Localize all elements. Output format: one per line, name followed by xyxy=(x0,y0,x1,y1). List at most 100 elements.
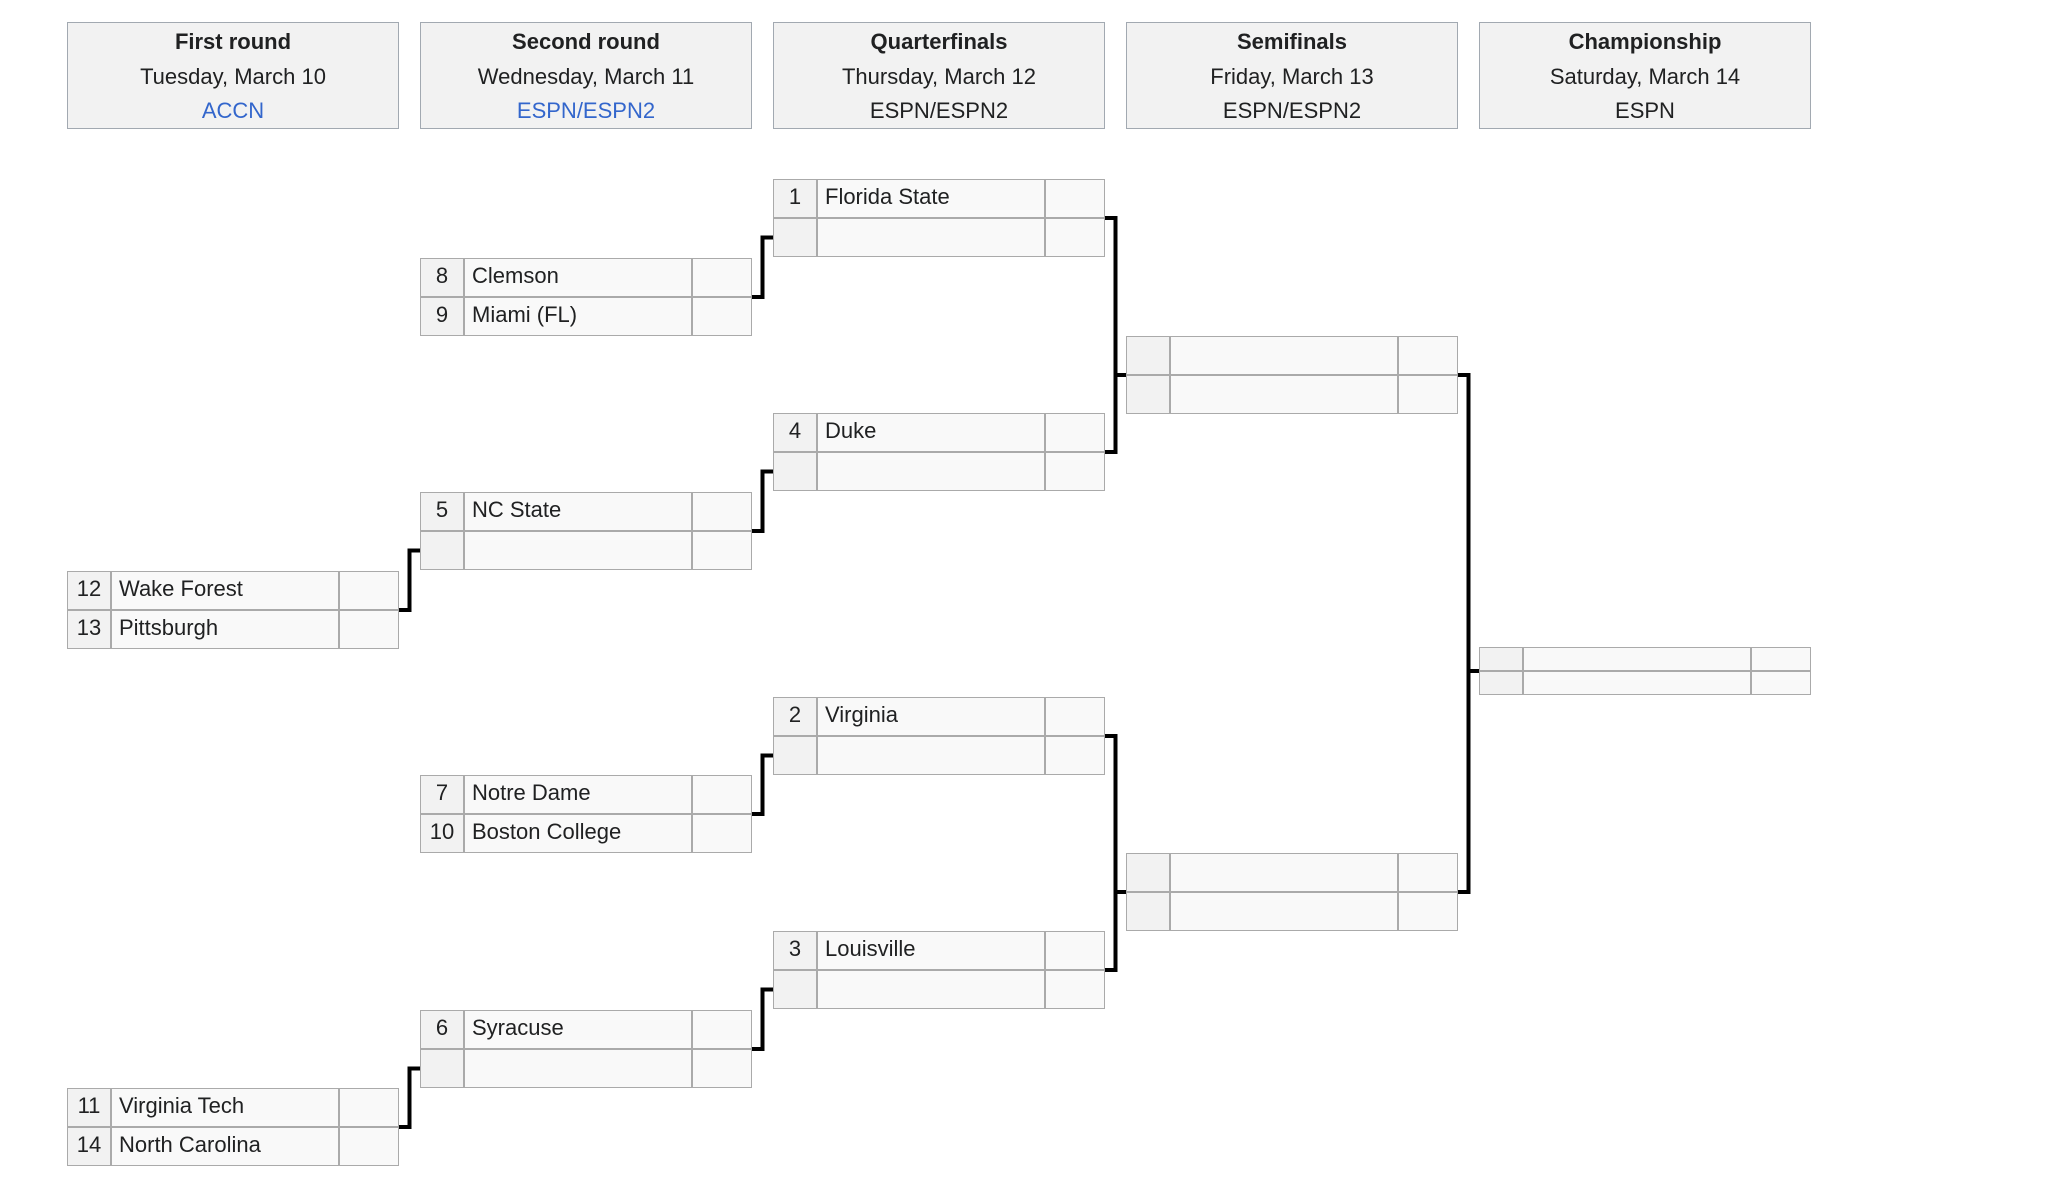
team-name: Florida State xyxy=(817,179,1045,218)
team-name: Wake Forest xyxy=(111,571,339,610)
team-score xyxy=(1398,853,1458,892)
team-score xyxy=(692,1049,752,1088)
team-name xyxy=(1170,375,1398,414)
round-date: Tuesday, March 10 xyxy=(140,64,326,89)
connector-line xyxy=(752,987,773,1051)
round-name: Second round xyxy=(512,29,660,54)
team-score xyxy=(339,571,399,610)
team-score xyxy=(1398,892,1458,931)
team-name: Pittsburgh xyxy=(111,610,339,649)
team-score xyxy=(339,610,399,649)
team-name xyxy=(1523,647,1751,671)
team-name: Virginia xyxy=(817,697,1045,736)
team-score xyxy=(339,1088,399,1127)
team-score xyxy=(339,1127,399,1166)
team-name xyxy=(1523,671,1751,695)
team-score xyxy=(1045,697,1105,736)
team-score xyxy=(1045,736,1105,775)
team-score xyxy=(1398,336,1458,375)
team-name xyxy=(1170,336,1398,375)
team-seed xyxy=(773,452,817,491)
team-seed: 3 xyxy=(773,931,817,970)
team-seed xyxy=(1126,853,1170,892)
team-score xyxy=(1045,179,1105,218)
connector-line xyxy=(752,753,773,816)
round-network[interactable]: ESPN/ESPN2 xyxy=(421,98,751,124)
team-seed xyxy=(1126,375,1170,414)
team-name xyxy=(464,1049,692,1088)
round-name: Semifinals xyxy=(1236,29,1348,54)
round-network: ESPN/ESPN2 xyxy=(869,98,1009,123)
team-seed xyxy=(420,1049,464,1088)
connector-line xyxy=(1105,734,1126,972)
team-seed: 7 xyxy=(420,775,464,814)
team-seed xyxy=(773,218,817,257)
network-link[interactable]: ACCN xyxy=(201,98,265,123)
team-seed: 2 xyxy=(773,697,817,736)
team-seed: 11 xyxy=(67,1088,111,1127)
round-network: ESPN/ESPN2 xyxy=(1222,98,1362,123)
team-seed: 13 xyxy=(67,610,111,649)
connector-line xyxy=(1105,216,1126,454)
team-seed xyxy=(773,736,817,775)
team-name: Notre Dame xyxy=(464,775,692,814)
round-network[interactable]: ACCN xyxy=(68,98,398,124)
team-name xyxy=(817,970,1045,1009)
team-name: NC State xyxy=(464,492,692,531)
round-date: Friday, March 13 xyxy=(1210,64,1374,89)
team-score xyxy=(1045,413,1105,452)
round-network: ESPN xyxy=(1615,98,1675,123)
round-date: Wednesday, March 11 xyxy=(477,64,695,89)
team-seed: 5 xyxy=(420,492,464,531)
team-name xyxy=(464,531,692,570)
round-name: First round xyxy=(174,29,292,54)
round-date: Saturday, March 14 xyxy=(1549,64,1741,89)
team-score xyxy=(1751,647,1811,671)
team-name: Virginia Tech xyxy=(111,1088,339,1127)
team-seed: 12 xyxy=(67,571,111,610)
team-score xyxy=(1045,931,1105,970)
network-link[interactable]: ESPN/ESPN2 xyxy=(516,98,656,123)
team-seed xyxy=(1126,892,1170,931)
team-score xyxy=(1045,452,1105,491)
team-name: Miami (FL) xyxy=(464,297,692,336)
team-seed xyxy=(1126,336,1170,375)
team-score xyxy=(1045,218,1105,257)
team-name xyxy=(817,452,1045,491)
team-seed xyxy=(1479,671,1523,695)
team-name xyxy=(1170,853,1398,892)
team-score xyxy=(692,297,752,336)
team-name xyxy=(1170,892,1398,931)
team-seed: 4 xyxy=(773,413,817,452)
team-score xyxy=(1045,970,1105,1009)
team-name: Duke xyxy=(817,413,1045,452)
team-score xyxy=(692,531,752,570)
team-seed: 9 xyxy=(420,297,464,336)
team-score xyxy=(1751,671,1811,695)
round-name: Quarterfinals xyxy=(870,29,1008,54)
team-seed: 8 xyxy=(420,258,464,297)
team-seed: 14 xyxy=(67,1127,111,1166)
team-name xyxy=(817,218,1045,257)
team-score xyxy=(692,1010,752,1049)
team-name: Syracuse xyxy=(464,1010,692,1049)
team-score xyxy=(692,492,752,531)
team-score xyxy=(692,258,752,297)
team-name xyxy=(817,736,1045,775)
round-name: Championship xyxy=(1568,29,1722,54)
team-score xyxy=(692,814,752,853)
connector-line xyxy=(752,235,773,299)
connector-line xyxy=(399,1066,420,1129)
team-name: North Carolina xyxy=(111,1127,339,1166)
team-score xyxy=(1398,375,1458,414)
team-name: Boston College xyxy=(464,814,692,853)
team-name: Louisville xyxy=(817,931,1045,970)
team-seed: 1 xyxy=(773,179,817,218)
team-seed: 10 xyxy=(420,814,464,853)
team-score xyxy=(692,775,752,814)
